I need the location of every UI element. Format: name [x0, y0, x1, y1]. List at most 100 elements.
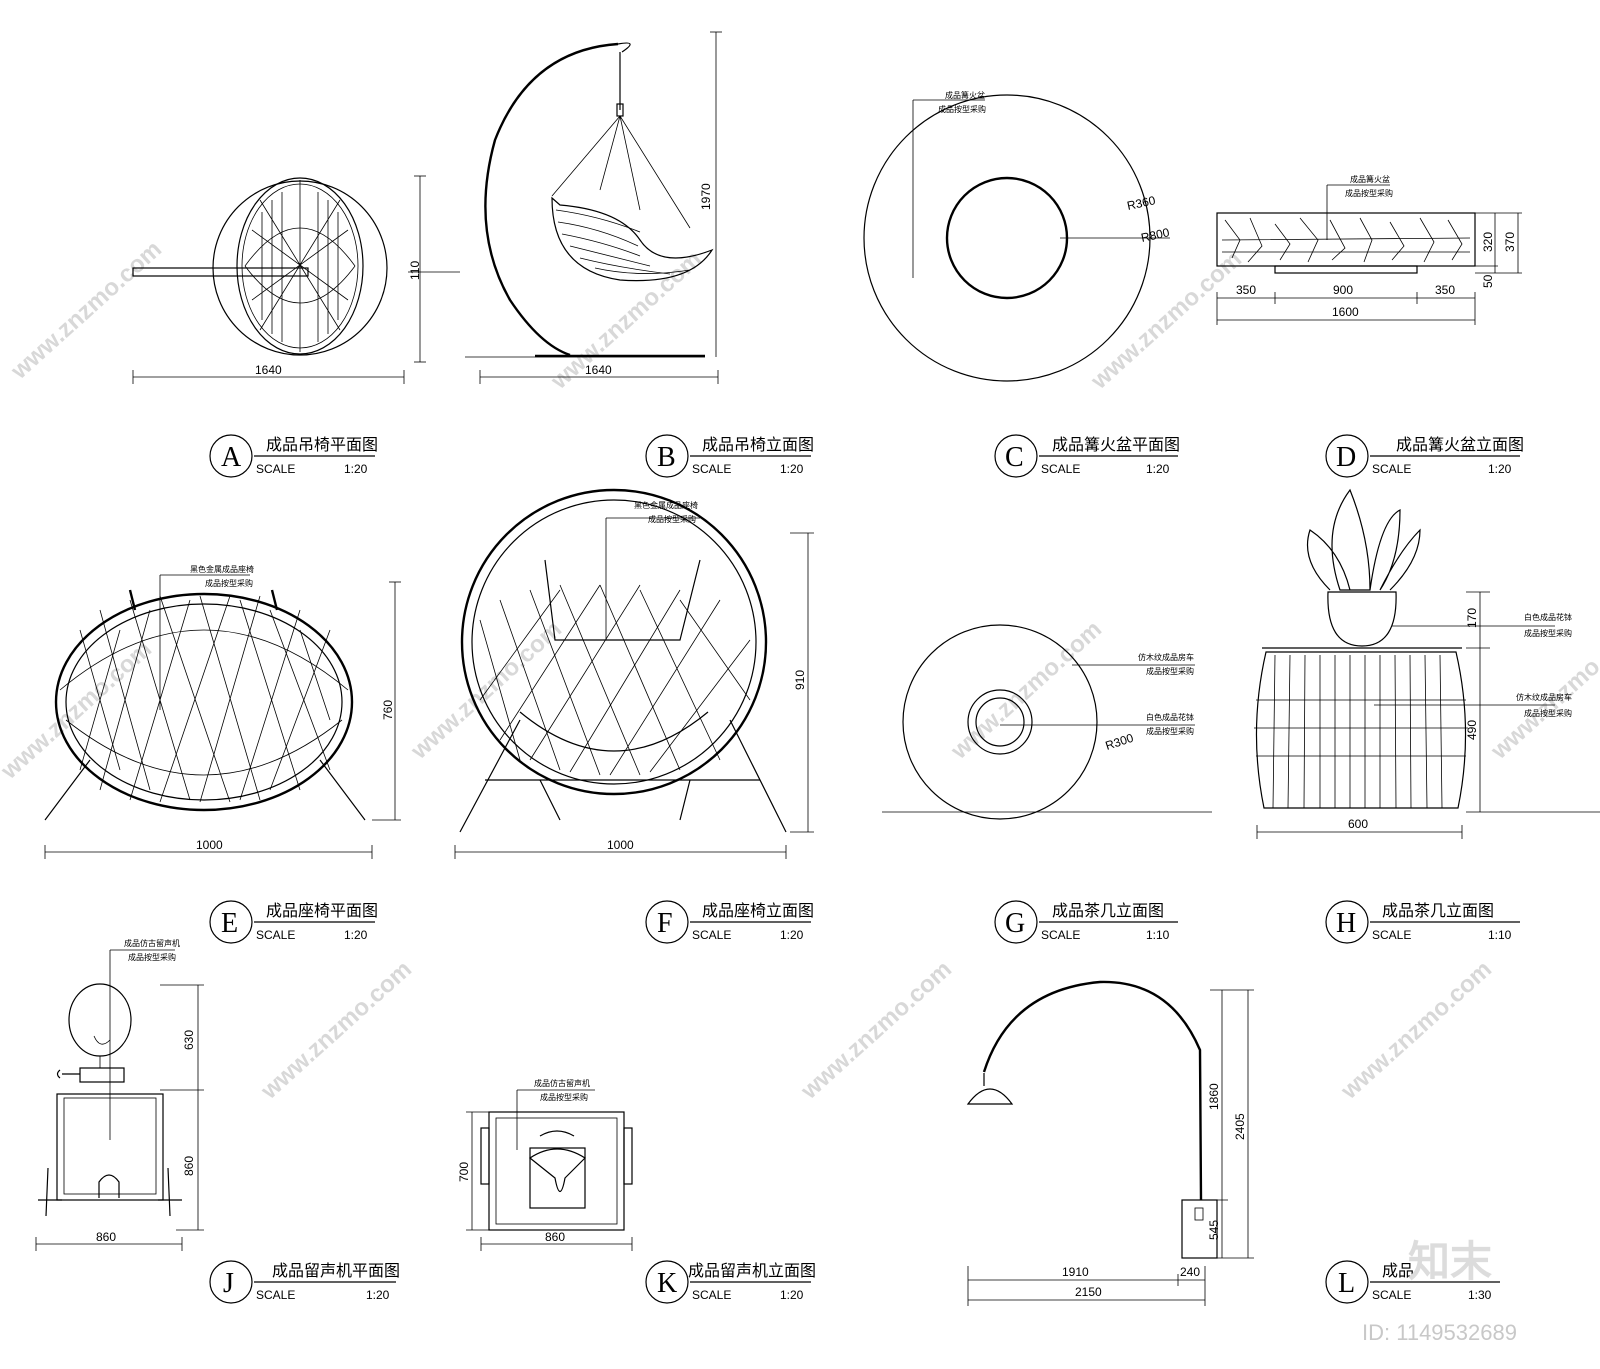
watermark-text: www.znzmo.com [1485, 616, 1600, 766]
title-text: 成品茶几立面图 [1052, 901, 1164, 920]
title-text: 成品篝火盆平面图 [1052, 435, 1180, 454]
dim-l-h2: 2405 [1233, 1113, 1247, 1140]
brand-logo: 知末 [1408, 1237, 1492, 1286]
dim-b-width: 1640 [585, 363, 612, 377]
scale-label: SCALE [692, 462, 731, 476]
title-text: 成品茶几立面图 [1382, 901, 1494, 920]
note-h-4: 成品按型采购 [1524, 708, 1572, 718]
note-k-1: 成品仿古留声机 [534, 1078, 590, 1088]
title-letter: C [1005, 442, 1024, 473]
drawing-j: 成品仿古留声机 成品按型采购 630 860 860 [35, 938, 204, 1251]
title-letter: A [221, 442, 242, 473]
drawing-f: 黑色金属成品座椅 成品按型采购 910 1000 [454, 488, 814, 859]
dim-h-width: 600 [1348, 817, 1368, 831]
dim-g-r: R300 [1104, 731, 1136, 753]
scale-label: SCALE [1041, 462, 1080, 476]
image-id: ID: 1149532689 [1362, 1320, 1517, 1345]
dim-d-h1: 320 [1481, 232, 1495, 252]
title-letter: L [1338, 1268, 1355, 1299]
title-block-l: L 成品 SCALE 1:30 [1325, 1260, 1500, 1304]
dim-a-width: 1640 [255, 363, 282, 377]
watermark-text: www.znzmo.com [945, 616, 1107, 766]
dim-h-h1: 170 [1465, 608, 1479, 628]
scale-value: 1:20 [344, 928, 368, 942]
title-block-g: G 成品茶几立面图 SCALE 1:10 [994, 900, 1178, 944]
scale-label: SCALE [1372, 928, 1411, 942]
note-g-4: 成品按型采购 [1146, 726, 1194, 736]
scale-value: 1:10 [1488, 928, 1512, 942]
note-h-2: 成品按型采购 [1524, 628, 1572, 638]
drawing-c: 成品篝火盆 成品按型采购 R360 R800 [863, 90, 1171, 382]
title-block-c: C 成品篝火盆平面图 SCALE 1:20 [994, 434, 1180, 478]
dim-d-h2: 370 [1503, 232, 1517, 252]
drawing-e: 黑色金属成品座椅 成品按型采购 760 1000 [44, 564, 401, 859]
note-j-1: 成品仿古留声机 [124, 938, 180, 948]
scale-value: 1:20 [780, 928, 804, 942]
note-g-2: 成品按型采购 [1146, 666, 1194, 676]
scale-value: 1:20 [344, 462, 368, 476]
note-k-2: 成品按型采购 [540, 1092, 588, 1102]
title-text: 成品座椅立面图 [702, 901, 814, 920]
scale-value: 1:20 [780, 462, 804, 476]
drawing-g: 仿木纹成品房车 成品按型采购 白色成品花钵 成品按型采购 R300 [882, 624, 1212, 820]
dim-c-r2: R800 [1140, 225, 1171, 245]
title-block-e: E 成品座椅平面图 SCALE 1:20 [209, 900, 378, 944]
title-text: 成品座椅平面图 [266, 901, 378, 920]
note-e-1: 黑色金属成品座椅 [190, 564, 254, 574]
title-letter: J [223, 1268, 234, 1299]
watermark-text: www.znzmo.com [5, 236, 167, 386]
note-f-1: 黑色金属成品座椅 [634, 500, 698, 510]
dim-k-width: 860 [545, 1230, 565, 1244]
note-e-2: 成品按型采购 [205, 578, 253, 588]
title-text: 成品吊椅平面图 [266, 435, 378, 454]
drawing-b: 1970 1640 [465, 31, 722, 384]
dim-l-h3: 545 [1207, 1220, 1221, 1240]
title-text: 成品留声机立面图 [688, 1261, 816, 1280]
title-block-h: H 成品茶几立面图 SCALE 1:10 [1325, 900, 1520, 944]
dim-f-height: 910 [793, 670, 807, 690]
scale-label: SCALE [692, 928, 731, 942]
dim-k-height: 700 [457, 1162, 471, 1182]
note-f-2: 成品按型采购 [648, 514, 696, 524]
note-c-2: 成品按型采购 [938, 104, 986, 114]
title-text: 成品 [1382, 1261, 1414, 1280]
title-text: 成品吊椅立面图 [702, 435, 814, 454]
watermark-text: www.znzmo.com [405, 616, 567, 766]
drawing-d: 成品篝火盆 成品按型采购 320 370 50 350 900 350 1600 [1216, 174, 1522, 325]
scale-value: 1:20 [1146, 462, 1170, 476]
dim-l-w2: 240 [1180, 1265, 1200, 1279]
drawing-h: 白色成品花钵 成品按型采购 仿木纹成品房车 成品按型采购 170 490 600 [1254, 488, 1600, 839]
scale-value: 1:30 [1468, 1288, 1492, 1302]
drawing-l: 1860 2405 545 1910 240 2150 [966, 980, 1254, 1306]
title-block-b: B 成品吊椅立面图 SCALE 1:20 [645, 434, 814, 478]
title-letter: F [657, 908, 673, 939]
dim-d-h3: 50 [1481, 274, 1495, 288]
dim-d-w2: 900 [1333, 283, 1353, 297]
dim-e-width: 1000 [196, 838, 223, 852]
watermark-text: www.znzmo.com [0, 636, 157, 786]
note-j-2: 成品按型采购 [128, 952, 176, 962]
dim-d-total: 1600 [1332, 305, 1359, 319]
title-block-a: A 成品吊椅平面图 SCALE 1:20 [209, 434, 378, 478]
drawing-k: 成品仿古留声机 成品按型采购 700 860 [457, 1078, 633, 1251]
scale-label: SCALE [256, 462, 295, 476]
dim-l-h1: 1860 [1207, 1083, 1221, 1110]
scale-label: SCALE [256, 928, 295, 942]
dim-l-w1: 1910 [1062, 1265, 1089, 1279]
scale-label: SCALE [1372, 1288, 1411, 1302]
title-letter: E [221, 908, 238, 939]
scale-value: 1:10 [1146, 928, 1170, 942]
title-letter: H [1336, 908, 1356, 939]
note-g-3: 白色成品花钵 [1146, 712, 1194, 722]
dim-b-height: 1970 [699, 183, 713, 210]
title-letter: K [657, 1268, 677, 1299]
scale-label: SCALE [692, 1288, 731, 1302]
dim-f-width: 1000 [607, 838, 634, 852]
scale-value: 1:20 [1488, 462, 1512, 476]
dim-c-r1: R360 [1126, 193, 1157, 213]
note-g-1: 仿木纹成品房车 [1138, 652, 1194, 662]
watermark-text: www.znzmo.com [255, 956, 417, 1106]
title-text: 成品留声机平面图 [272, 1261, 400, 1280]
title-block-j: J 成品留声机平面图 SCALE 1:20 [209, 1260, 400, 1304]
